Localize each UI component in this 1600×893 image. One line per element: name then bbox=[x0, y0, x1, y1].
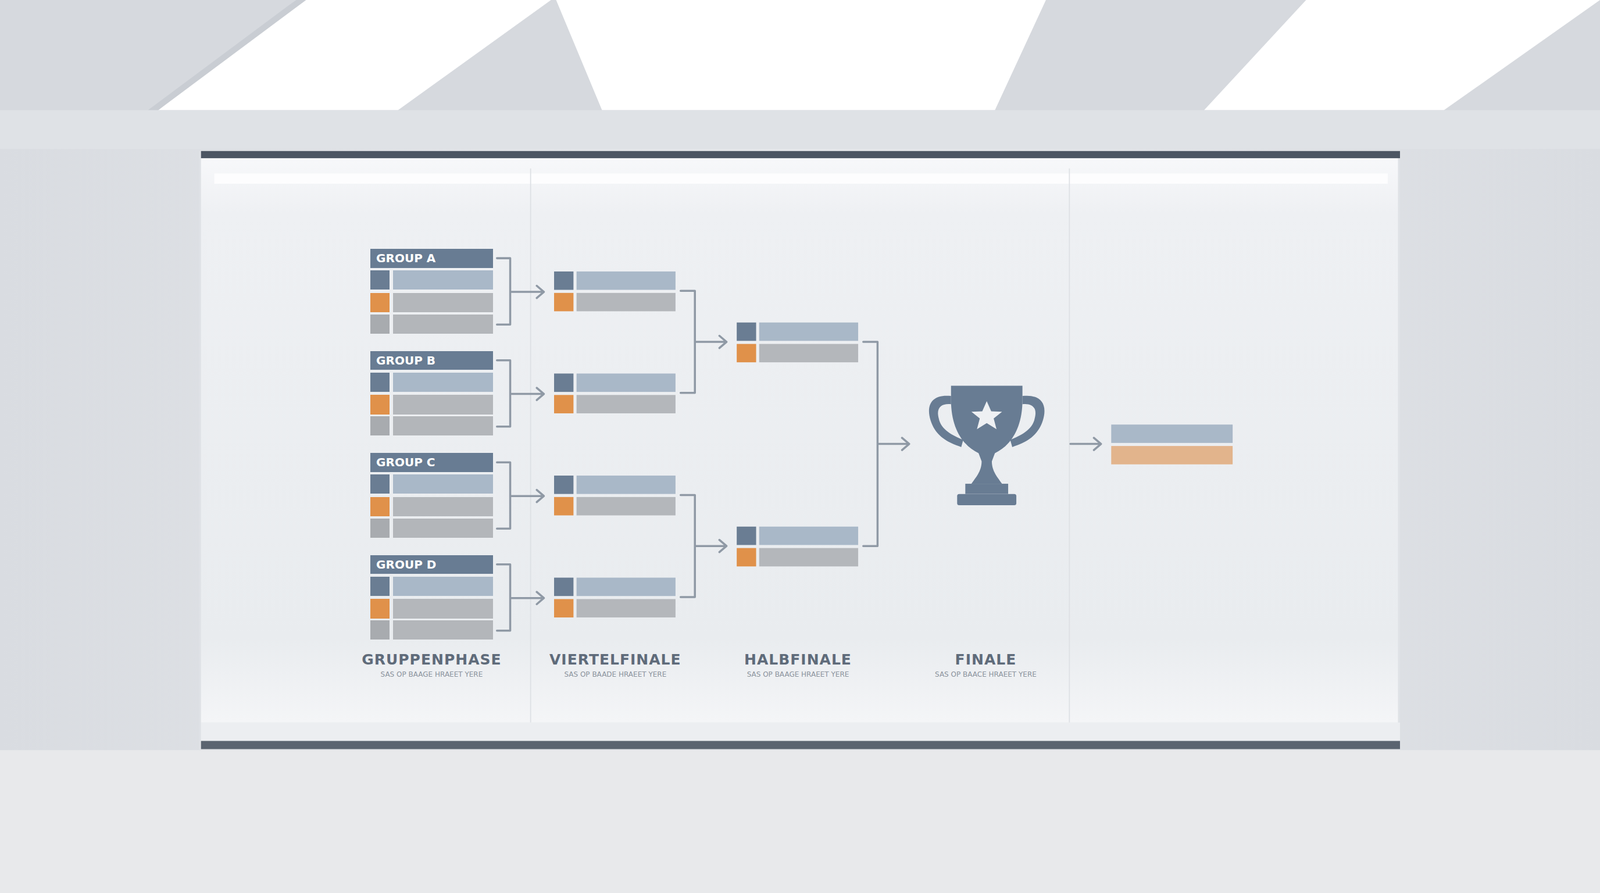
stage-subtitle: SAS OP BAAGE HRAEET YERE bbox=[380, 670, 484, 679]
team-bar bbox=[393, 474, 494, 494]
team-row bbox=[370, 372, 494, 392]
stage-subtitle: SAS OP BAACE HRAEET YERE bbox=[934, 670, 1037, 679]
group-table: GROUP A bbox=[370, 248, 494, 334]
team-bar bbox=[393, 620, 494, 640]
team-marker bbox=[370, 620, 390, 640]
group-table: GROUP C bbox=[370, 452, 494, 538]
team-row bbox=[370, 416, 494, 436]
team-bar bbox=[393, 518, 494, 538]
group-table: GROUP B bbox=[370, 351, 494, 437]
team-bar bbox=[393, 394, 494, 414]
team-marker bbox=[370, 270, 390, 290]
team-marker bbox=[370, 314, 390, 334]
team-bar bbox=[393, 598, 494, 619]
group-label: GROUP A bbox=[376, 251, 436, 266]
team-bar bbox=[393, 314, 494, 334]
team-marker bbox=[370, 497, 390, 517]
team-row bbox=[370, 497, 494, 517]
team-marker bbox=[370, 598, 390, 619]
team-marker bbox=[370, 293, 390, 313]
stage-title: FINALE bbox=[955, 651, 1017, 669]
team-row bbox=[370, 620, 494, 640]
team-row bbox=[370, 394, 494, 414]
stage-title: HALBFINALE bbox=[744, 651, 852, 669]
team-bar bbox=[393, 497, 494, 517]
team-marker bbox=[370, 394, 390, 414]
team-marker bbox=[370, 576, 390, 596]
group-heading: GROUP D bbox=[370, 555, 494, 574]
team-row bbox=[370, 576, 494, 596]
team-row bbox=[370, 293, 494, 313]
stage-title: GRUPPENPHASE bbox=[361, 651, 502, 669]
stage-subtitle: SAS OP BAAGE HRAEET YERE bbox=[747, 670, 850, 679]
team-row bbox=[370, 270, 494, 290]
group-heading: GROUP B bbox=[370, 351, 494, 370]
team-marker bbox=[370, 474, 390, 494]
team-bar bbox=[393, 416, 494, 436]
group-label: GROUP B bbox=[376, 353, 436, 368]
team-bar bbox=[393, 293, 494, 313]
team-row bbox=[370, 518, 494, 538]
stage-title: VIERTELFINALE bbox=[549, 651, 682, 669]
team-row bbox=[370, 314, 494, 334]
group-table: GROUP D bbox=[370, 555, 494, 641]
team-marker bbox=[370, 518, 390, 538]
group-heading: GROUP C bbox=[370, 452, 494, 472]
group-heading: GROUP A bbox=[370, 248, 494, 268]
team-row bbox=[370, 598, 494, 619]
team-marker bbox=[370, 372, 390, 392]
stage-subtitle: SAS OP BAADE HRAEET YERE bbox=[563, 670, 667, 679]
group-label: GROUP C bbox=[376, 455, 435, 470]
group-label: GROUP D bbox=[376, 557, 437, 572]
team-bar bbox=[393, 576, 494, 596]
team-bar bbox=[393, 372, 494, 392]
team-bar bbox=[393, 270, 494, 290]
team-marker bbox=[370, 416, 390, 436]
team-row bbox=[370, 474, 494, 494]
